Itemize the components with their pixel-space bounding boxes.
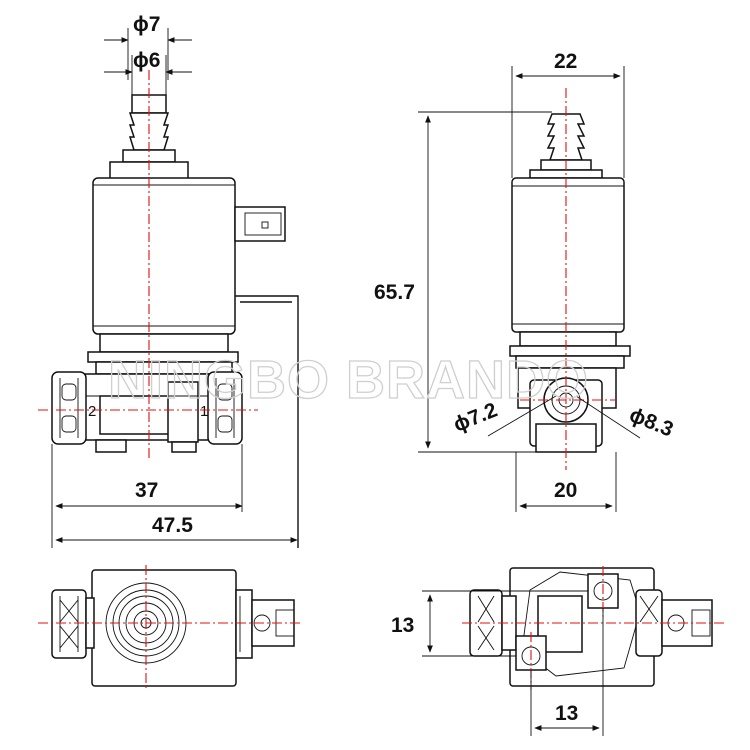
front-bracket [235, 295, 299, 548]
side-coil [511, 177, 625, 333]
front-coil [92, 177, 236, 335]
bottom-left-view [38, 565, 300, 690]
dim-22-label: 22 [554, 50, 577, 73]
side-dim-22 [511, 66, 625, 178]
br-dim-13-vertical [422, 590, 588, 657]
side-dim-20 [515, 452, 617, 512]
port-1-label: 1 [200, 403, 208, 420]
leader-phi7-2 [487, 395, 557, 437]
dim-phi7-label: ϕ7 [133, 13, 160, 36]
watermark: NINGBO BRANDO [108, 350, 589, 410]
front-left-fitting [51, 371, 87, 445]
dim-13-vertical-label: 13 [391, 614, 414, 637]
bl-left-fitting [51, 589, 95, 659]
bottom-right-view: 13 13 [391, 566, 724, 736]
dim-phi8-3-label: ϕ8.3 [626, 403, 676, 441]
dim-phi6-label: ϕ6 [133, 49, 160, 72]
front-neck [87, 333, 239, 375]
front-dim-37 [51, 444, 243, 548]
br-dim-13-horizontal [530, 608, 604, 736]
dim-20-label: 20 [554, 479, 577, 502]
bl-terminals [235, 589, 295, 659]
side-neck [509, 331, 631, 369]
leader-phi8-3 [575, 395, 641, 439]
port-2-label: 2 [88, 403, 96, 420]
side-view: 22 65.7 ϕ7.2 ϕ8.3 20 [374, 50, 676, 512]
front-tube-dims [104, 28, 192, 80]
front-terminal [234, 206, 286, 242]
dim-37-label: 37 [135, 479, 158, 502]
dim-13-horizontal-label: 13 [555, 702, 578, 725]
front-view: 2 1 ϕ7 ϕ6 37 47.5 [38, 13, 299, 548]
dim-47-5-label: 47.5 [152, 514, 193, 537]
front-right-fitting [207, 371, 243, 445]
dim-65-7-label: 65.7 [374, 281, 415, 304]
